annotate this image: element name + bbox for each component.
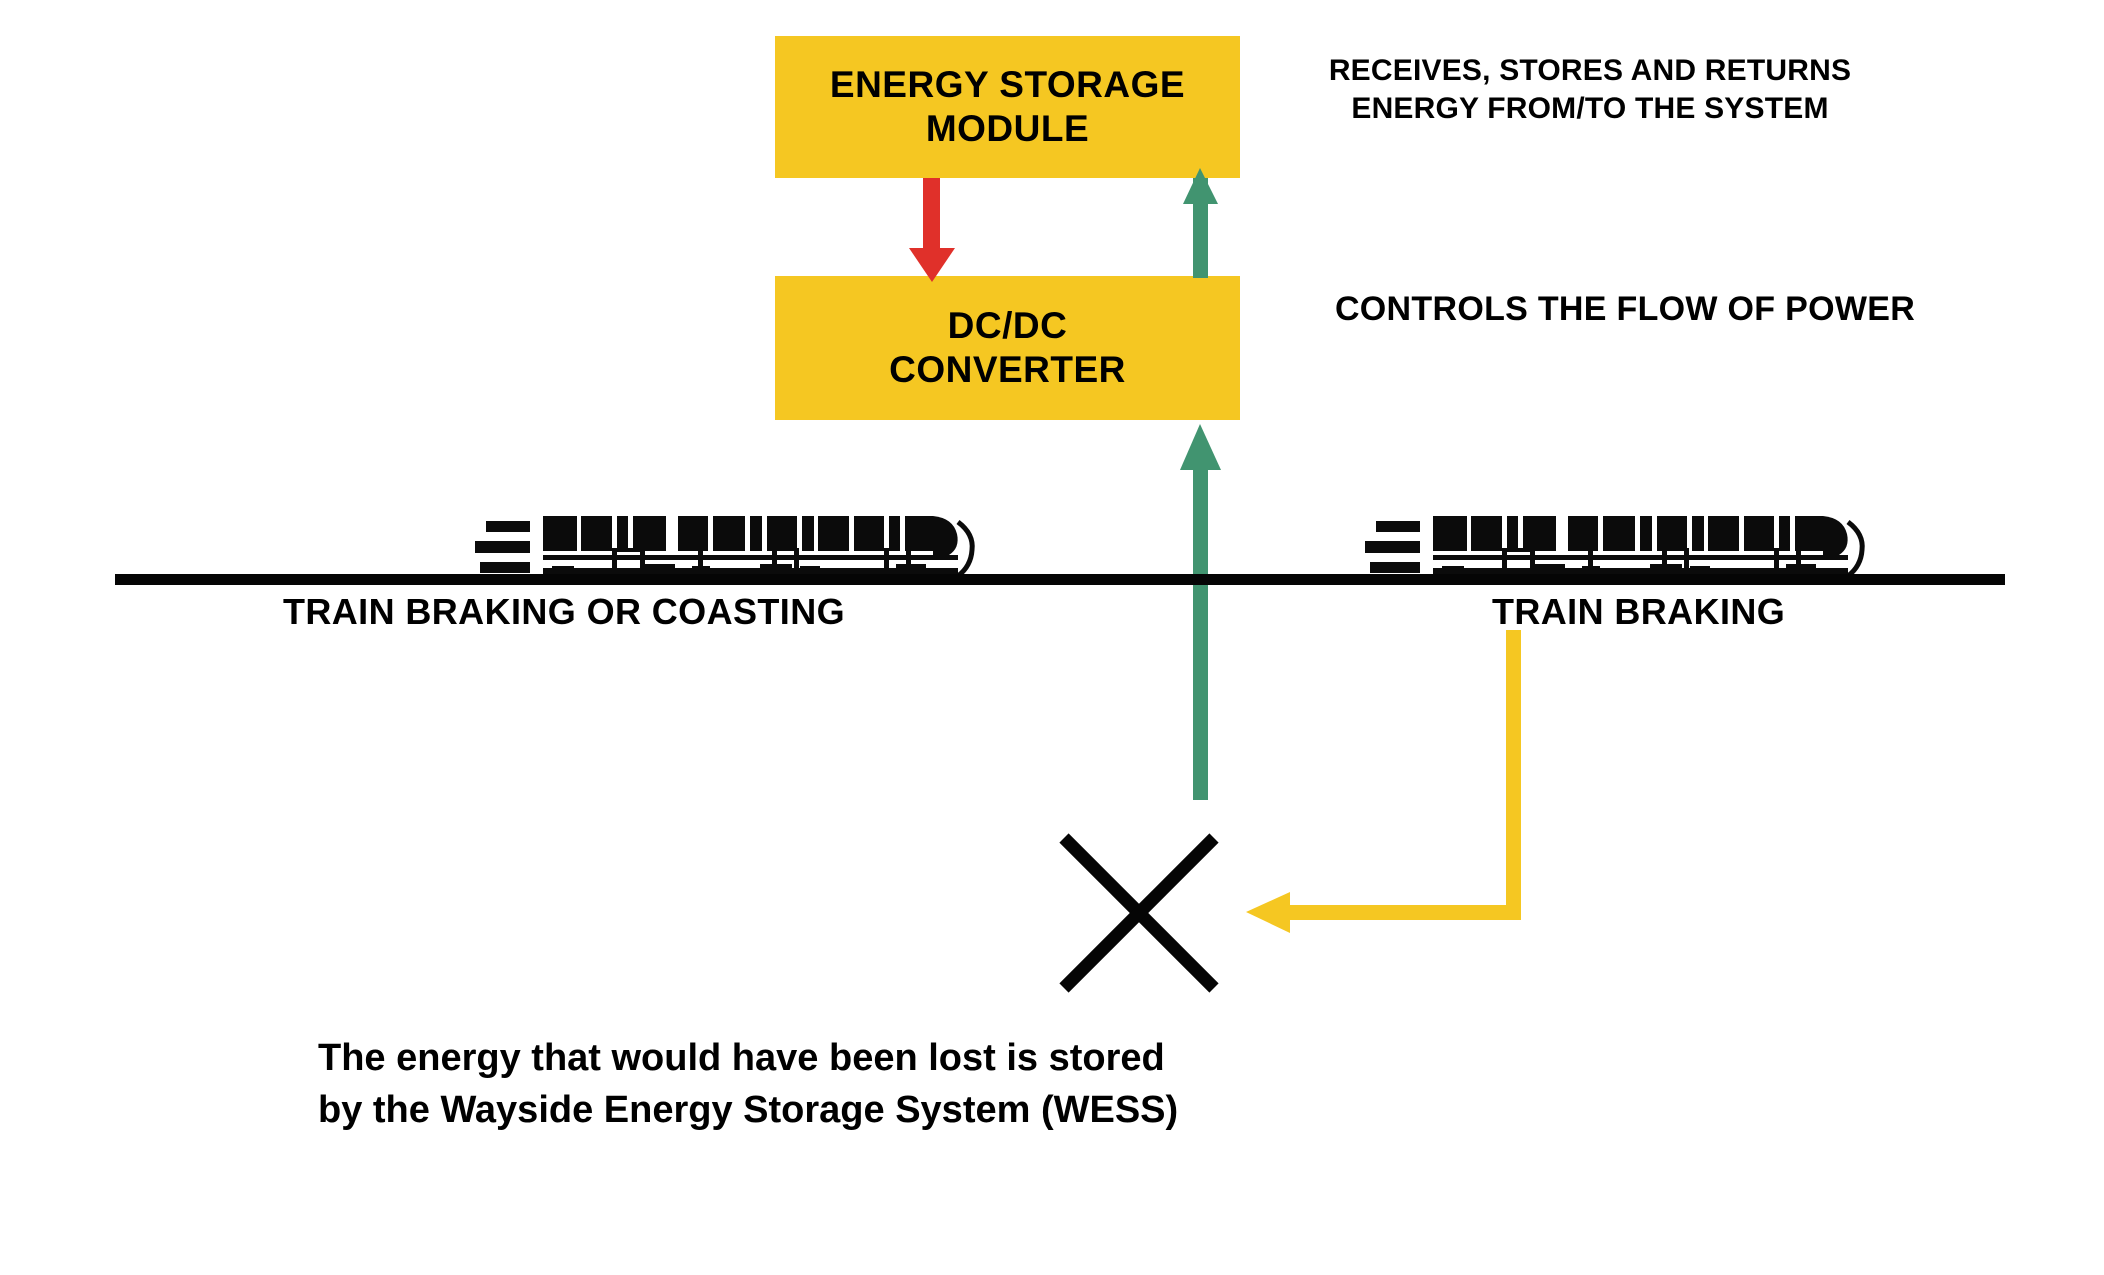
wess-caption-line1: The energy that would have been lost is … bbox=[318, 1037, 1165, 1079]
train-icon-left bbox=[475, 516, 975, 578]
train-icon-right bbox=[1365, 516, 1865, 578]
train-braking-label: TRAIN BRAKING bbox=[1492, 591, 1786, 632]
green-up-arrow-long-icon bbox=[1180, 424, 1221, 800]
energy-storage-module-title-line2: MODULE bbox=[925, 108, 1090, 149]
dc-dc-converter-title-line1: DC/DC bbox=[947, 305, 1068, 347]
energy-storage-module-box[interactable]: ENERGY STORAGE MODULE bbox=[775, 36, 1240, 178]
red-down-arrow-icon bbox=[909, 178, 955, 282]
energy-storage-module-note: RECEIVES, STORES AND RETURNS ENERGY FROM… bbox=[1290, 52, 1890, 127]
yellow-elbow-arrow-icon bbox=[1246, 630, 1521, 933]
dc-dc-converter-note: CONTROLS THE FLOW OF POWER bbox=[1334, 290, 1916, 328]
wess-caption: The energy that would have been lost is … bbox=[318, 1032, 1298, 1137]
dc-dc-converter-box[interactable]: DC/DC CONVERTER bbox=[775, 276, 1240, 420]
train-braking-or-coasting-label: TRAIN BRAKING OR COASTING bbox=[283, 591, 845, 632]
green-up-arrow-short-icon bbox=[1183, 168, 1218, 278]
dc-dc-converter-title-line2: CONVERTER bbox=[889, 349, 1126, 390]
energy-storage-module-note-line2: ENERGY FROM/TO THE SYSTEM bbox=[1351, 91, 1829, 125]
track-rail bbox=[115, 574, 2005, 585]
wess-caption-line2: by the Wayside Energy Storage System (WE… bbox=[318, 1089, 1179, 1132]
energy-storage-module-note-line1: RECEIVES, STORES AND RETURNS bbox=[1328, 54, 1852, 87]
x-cross-icon bbox=[1059, 833, 1219, 993]
energy-storage-module-title-line1: ENERGY STORAGE bbox=[829, 64, 1186, 106]
